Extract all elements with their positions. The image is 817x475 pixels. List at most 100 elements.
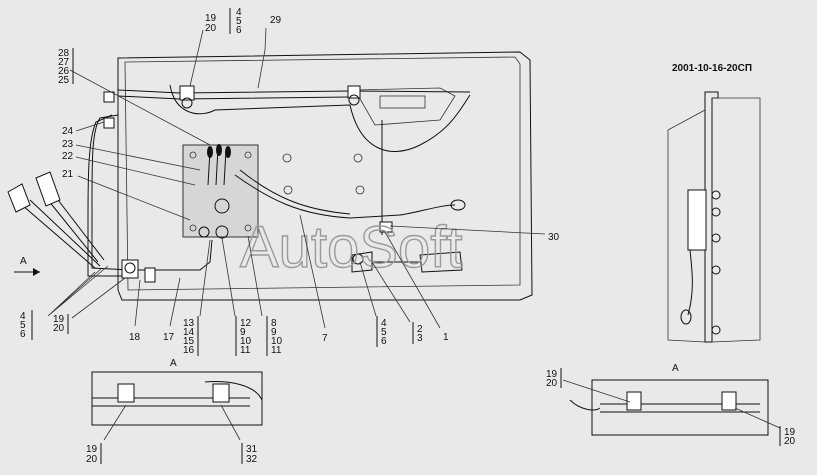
callout-5: 5 (381, 327, 387, 338)
leader-18 (134, 279, 141, 327)
side-wire-end (680, 309, 692, 325)
leader-24 (75, 121, 105, 132)
callout-26: 26 (58, 66, 70, 77)
probe-tip (216, 144, 222, 156)
callout-21: 21 (62, 169, 74, 180)
plate-hole (244, 224, 252, 232)
leader-22 (75, 156, 196, 186)
tank-inner-outline (124, 56, 521, 291)
grommet-top (103, 91, 115, 103)
callout-19-top: 19 (205, 13, 217, 24)
callout-29: 29 (270, 15, 282, 26)
side-bolt (711, 207, 721, 217)
terminal-bolt-lower-left (198, 226, 210, 238)
leader-29 (257, 27, 267, 89)
callout-17: 17 (163, 332, 175, 343)
leader-view-a-left-2 (220, 404, 241, 441)
callout-12: 12 (240, 318, 252, 329)
leader-view-a-left-1 (103, 404, 127, 441)
callout-14: 14 (183, 327, 195, 338)
callout-23: 23 (62, 139, 74, 150)
callout-7: 7 (322, 333, 328, 344)
leader-4-5-6-left (47, 265, 109, 317)
view-a-left-callout-32: 32 (246, 454, 258, 465)
side-tank-body (711, 97, 761, 343)
sensor-cable-a (21, 199, 101, 269)
callout-16: 16 (183, 345, 195, 356)
leader-19-20-left (71, 277, 126, 319)
side-tank-edge (667, 109, 706, 343)
leader-4-5-6 (359, 261, 377, 317)
connector-end (450, 199, 466, 211)
callout-19-left: 19 (53, 314, 65, 325)
callout-6-top: 6 (236, 25, 242, 36)
callout-13: 13 (183, 318, 195, 329)
tank-hole (355, 185, 365, 195)
leader-13 (199, 239, 211, 317)
view-a-right-clamp-1 (626, 391, 642, 411)
grommet-mid (103, 117, 115, 129)
nameplate (379, 95, 426, 109)
side-bolt (711, 265, 721, 275)
view-a-right: A 19 20 19 20 (546, 363, 796, 447)
view-a-right-clamp-2 (721, 391, 737, 411)
support-bracket-cutout (354, 87, 456, 126)
view-a-left-curve (204, 381, 263, 401)
view-a-left-clamp-1 (117, 383, 135, 403)
callout-22: 22 (62, 151, 74, 162)
callout-3: 3 (417, 333, 423, 344)
terminal-bolt (214, 198, 230, 214)
view-a-right-callout-19b: 19 (784, 427, 796, 438)
relay-box (419, 251, 463, 273)
plate-hole (244, 151, 252, 159)
callout-6-left: 6 (20, 329, 26, 340)
side-wire (687, 249, 693, 316)
view-a-right-cable-end (569, 399, 601, 411)
side-view (667, 91, 761, 343)
clamp-bottom-2 (144, 267, 156, 283)
view-arrow-label: A (20, 256, 27, 267)
callout-25: 25 (58, 75, 70, 86)
leader-8 (247, 235, 263, 317)
callout-10b: 10 (271, 336, 283, 347)
view-a-left-callout-20: 20 (86, 454, 98, 465)
sensor-plug-a (7, 183, 31, 213)
leader-12 (221, 237, 236, 317)
plate-hole (189, 224, 197, 232)
callout-28: 28 (58, 48, 70, 59)
tank-hole (282, 153, 292, 163)
callout-15: 15 (183, 336, 195, 347)
callout-8: 8 (271, 318, 277, 329)
leader-view-a-right-1 (562, 379, 631, 403)
leader-1 (384, 231, 441, 329)
tank-hole (283, 185, 293, 195)
clamp-bottom-1-bolt (124, 262, 136, 274)
leader-21 (77, 175, 191, 221)
callout-10a: 10 (240, 336, 252, 347)
callout-5-top: 5 (236, 16, 242, 27)
leader-28 (69, 69, 211, 146)
view-arrow-head (33, 268, 40, 276)
leader-view-a-right-2 (734, 407, 781, 429)
side-bolt (711, 190, 721, 200)
main-view: AutoSoft A (7, 51, 533, 301)
sensor-cable-b (47, 195, 105, 263)
leader-30 (389, 225, 546, 235)
tank-body (117, 51, 533, 301)
leader-19-20-top (189, 29, 204, 87)
leader-17 (169, 277, 181, 327)
callout-6: 6 (381, 336, 387, 347)
view-a-left-callout-19: 19 (86, 444, 98, 455)
harness-main (234, 174, 456, 219)
plate-hole (189, 151, 197, 159)
callout-9b: 9 (271, 327, 277, 338)
view-a-right-title: A (672, 363, 679, 374)
view-a-left-clamp-2 (212, 383, 230, 403)
leader-lines (47, 27, 546, 329)
watermark: AutoSoft (240, 215, 462, 280)
view-a-left-callout-31: 31 (246, 444, 258, 455)
view-a-right-callout-20b: 20 (784, 436, 796, 447)
callout-2: 2 (417, 324, 423, 335)
top-cable-2 (117, 95, 351, 100)
